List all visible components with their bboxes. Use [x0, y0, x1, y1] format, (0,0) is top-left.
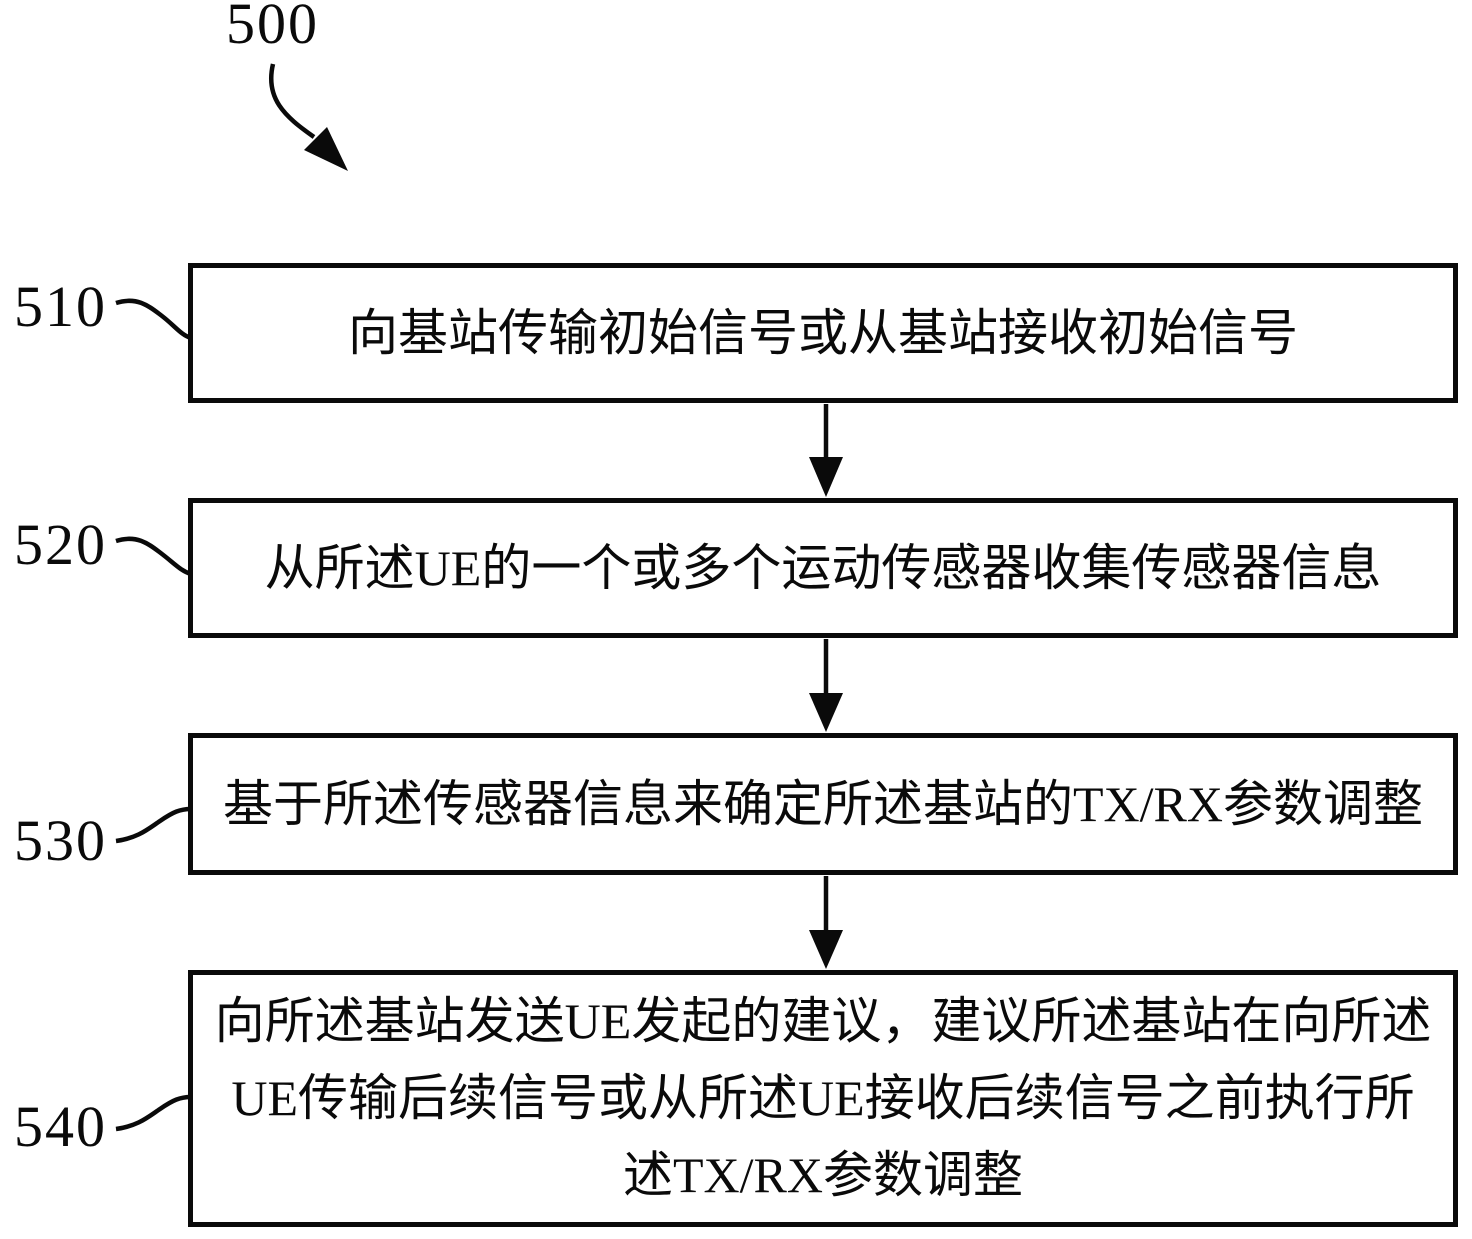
step-label-540: 540 [14, 1094, 107, 1159]
step-text-520: 从所述UE的一个或多个运动传感器收集传感器信息 [264, 539, 1382, 596]
step-text-540: 向所述基站发送UE发起的建议，建议所述基站在向所述UE传输后续信号或从所述UE接… [214, 993, 1432, 1203]
step-text-530: 基于所述传感器信息来确定所述基站的TX/RX参数调整 [223, 775, 1423, 832]
step-box-520: 从所述UE的一个或多个运动传感器收集传感器信息 [188, 498, 1458, 638]
arrow-510-to-520 [809, 404, 843, 497]
step-box-510: 向基站传输初始信号或从基站接收初始信号 [188, 263, 1458, 403]
connector-530 [115, 806, 192, 844]
arrow-520-to-530 [809, 639, 843, 732]
connector-540 [115, 1094, 192, 1132]
step-label-520: 520 [14, 512, 107, 577]
figure-reference-number: 500 [226, 0, 319, 56]
step-text-510: 向基站传输初始信号或从基站接收初始信号 [348, 304, 1298, 361]
step-box-540: 向所述基站发送UE发起的建议，建议所述基站在向所述UE传输后续信号或从所述UE接… [188, 970, 1458, 1227]
connector-520 [115, 536, 192, 577]
step-label-530: 530 [14, 808, 107, 873]
step-box-530: 基于所述传感器信息来确定所述基站的TX/RX参数调整 [188, 733, 1458, 875]
figure-reference-arrow [269, 63, 348, 171]
connector-510 [115, 298, 192, 341]
arrow-530-to-540 [809, 876, 843, 969]
step-label-510: 510 [14, 274, 107, 339]
